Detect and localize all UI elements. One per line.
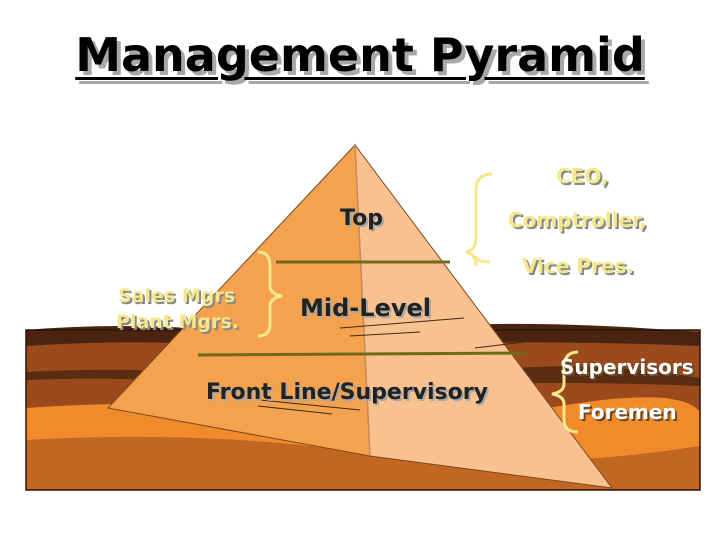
top-example-3: Vice Pres.: [522, 254, 634, 278]
page-title: Management Pyramid: [75, 28, 645, 82]
front-example-1: Supervisors: [560, 355, 694, 379]
level-mid-label: Mid-Level: [300, 294, 431, 322]
sketch-strokes: [257, 317, 525, 415]
mid-example-2: Plant Mgrs.: [116, 311, 239, 333]
front-example-2: Foremen: [578, 400, 677, 424]
mid-brace: [257, 250, 283, 338]
pyramid-ridge: [354, 144, 371, 457]
level-top-label: Top: [340, 206, 383, 231]
top-example-1: CEO,: [556, 164, 609, 188]
mid-example-1: Sales Mgrs: [118, 285, 236, 307]
mid-divider-line: [197, 351, 527, 357]
front-brace: [551, 350, 579, 434]
top-example-2: Comptroller,: [508, 208, 647, 232]
top-brace: [465, 172, 493, 267]
level-front-label: Front Line/Supervisory: [206, 380, 488, 405]
